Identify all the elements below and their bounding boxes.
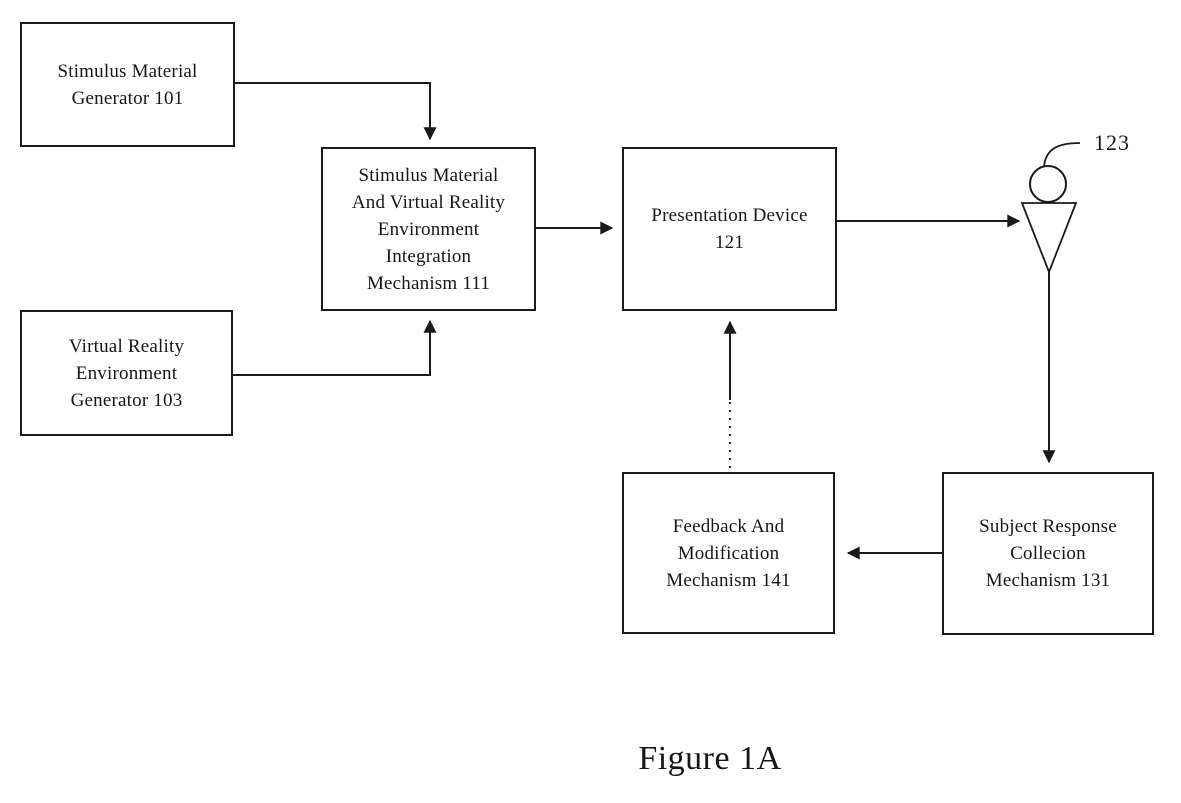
figure-caption: Figure 1A [638,740,782,777]
box-141-label: Feedback And Modification Mechanism 141 [666,515,791,591]
person-ref-leader-line [1043,142,1081,167]
box-131-label: Subject Response Collecion Mechanism 131 [979,516,1117,591]
box-121-label: Presentation Device 121 [651,205,808,253]
box-presentation-device-121: Presentation Device 121 [622,147,837,311]
box-111-label: Stimulus Material And Virtual Reality En… [351,164,506,294]
box-subject-response-collection-mechanism-131: Subject Response Collecion Mechanism 131 [942,472,1154,635]
box-stimulus-material-generator-101: Stimulus Material Generator 101 [20,22,235,147]
box-103-label: Virtual Reality Environment Generator 10… [68,335,185,411]
box-integration-mechanism-111: Stimulus Material And Virtual Reality En… [321,147,536,311]
box-101-label: Stimulus Material Generator 101 [57,60,198,109]
connector-101-111 [235,82,437,141]
person-icon [1020,165,1078,275]
box-feedback-modification-mechanism-141: Feedback And Modification Mechanism 141 [622,472,835,634]
person-ref-label: 123 [1094,130,1130,155]
connector-103-111 [233,319,437,376]
box-virtual-reality-environment-generator-103: Virtual Reality Environment Generator 10… [20,310,233,436]
